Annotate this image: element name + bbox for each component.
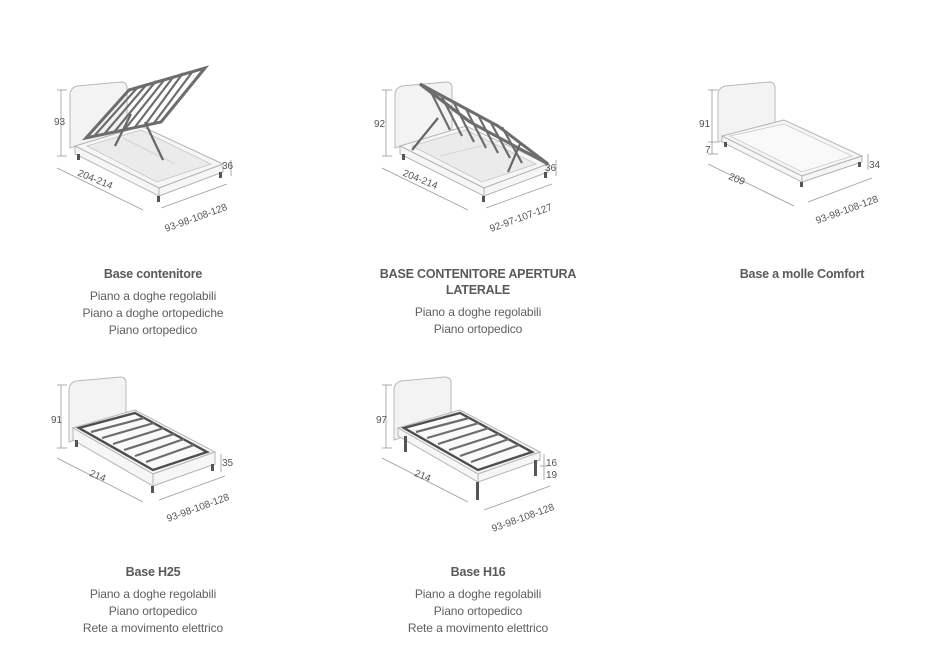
- product-title: Base H25: [125, 565, 181, 579]
- feature-item: Piano a doghe regolabili: [89, 587, 217, 601]
- dim-length: 204-214: [76, 168, 115, 192]
- product-title: Base H16: [450, 565, 506, 579]
- feature-item: Piano ortopedico: [433, 604, 523, 618]
- feature-list: Piano a doghe regolabili Piano ortopedic…: [23, 586, 283, 637]
- storage-bed-lift-icon: 93 204-214 36 93-98-108-128: [54, 65, 234, 235]
- product-card-base-a-molle-comfort[interactable]: 91 7 209 34 93-98-108-128 Base a molle C…: [672, 60, 932, 282]
- product-card-base-contenitore-apertura-laterale[interactable]: 92 204-214 36 92-97-107-127 BASE CONTENI…: [348, 60, 608, 338]
- dim-height: 36: [222, 161, 234, 172]
- feature-item: Piano a doghe regolabili: [89, 289, 217, 303]
- dim-floor-gap: 7: [705, 145, 711, 156]
- feature-item: Piano ortopedico: [108, 323, 198, 337]
- dim-headboard-height: 91: [51, 415, 63, 426]
- feature-list: Piano a doghe regolabili Piano ortopedic…: [348, 586, 608, 637]
- dim-height: 35: [222, 458, 234, 469]
- dim-height: 34: [869, 160, 881, 171]
- bed-drawing: 91 214 35 93-98-108-128: [23, 360, 283, 525]
- product-card-base-h16[interactable]: 97 214 16 19 93-98-108-128 Base H16 Pian…: [348, 360, 608, 637]
- feature-item: Piano a doghe ortopediche: [82, 306, 224, 320]
- slatted-base-bed-h16-icon: 97 214 16 19 93-98-108-128: [376, 376, 558, 535]
- dim-height: 16: [546, 458, 558, 469]
- feature-item: Piano a doghe regolabili: [414, 305, 542, 319]
- feature-list: Piano a doghe regolabili Piano a doghe o…: [23, 288, 283, 339]
- feature-item: Piano ortopedico: [433, 322, 523, 336]
- bed-drawing: 97 214 16 19 93-98-108-128: [348, 360, 608, 535]
- dim-length: 209: [727, 171, 747, 188]
- feature-item: Rete a movimento elettrico: [82, 621, 224, 635]
- product-title: Base contenitore: [103, 267, 203, 281]
- dim-leg-height: 19: [546, 470, 558, 481]
- feature-item: Rete a movimento elettrico: [407, 621, 549, 635]
- bed-drawing: 92 204-214 36 92-97-107-127: [348, 60, 608, 235]
- dim-headboard-height: 93: [54, 117, 66, 128]
- product-title: BASE CONTENITORE APERTURA LATERALE: [379, 267, 577, 297]
- bed-drawing: 91 7 209 34 93-98-108-128: [672, 60, 932, 227]
- product-card-base-contenitore[interactable]: 93 204-214 36 93-98-108-128 Base conteni…: [23, 60, 283, 339]
- storage-bed-side-lift-icon: 92 204-214 36 92-97-107-127: [374, 81, 557, 235]
- feature-item: Piano ortopedico: [108, 604, 198, 618]
- slatted-base-bed-h25-icon: 91 214 35 93-98-108-128: [51, 376, 234, 525]
- dim-width: 93-98-108-128: [165, 492, 231, 525]
- dim-headboard-height: 97: [376, 415, 388, 426]
- feature-list: Piano a doghe regolabili Piano ortopedic…: [348, 304, 608, 338]
- dim-height: 36: [545, 163, 557, 174]
- dim-headboard-height: 91: [699, 119, 711, 130]
- product-card-base-h25[interactable]: 91 214 35 93-98-108-128 Base H25 Piano a…: [23, 360, 283, 637]
- dim-length: 204-214: [401, 168, 440, 192]
- bed-drawing: 93 204-214 36 93-98-108-128: [23, 60, 283, 235]
- product-title: Base a molle Comfort: [739, 267, 865, 281]
- feature-item: Piano a doghe regolabili: [414, 587, 542, 601]
- spring-base-bed-icon: 91 7 209 34 93-98-108-128: [699, 81, 881, 227]
- dim-headboard-height: 92: [374, 119, 386, 130]
